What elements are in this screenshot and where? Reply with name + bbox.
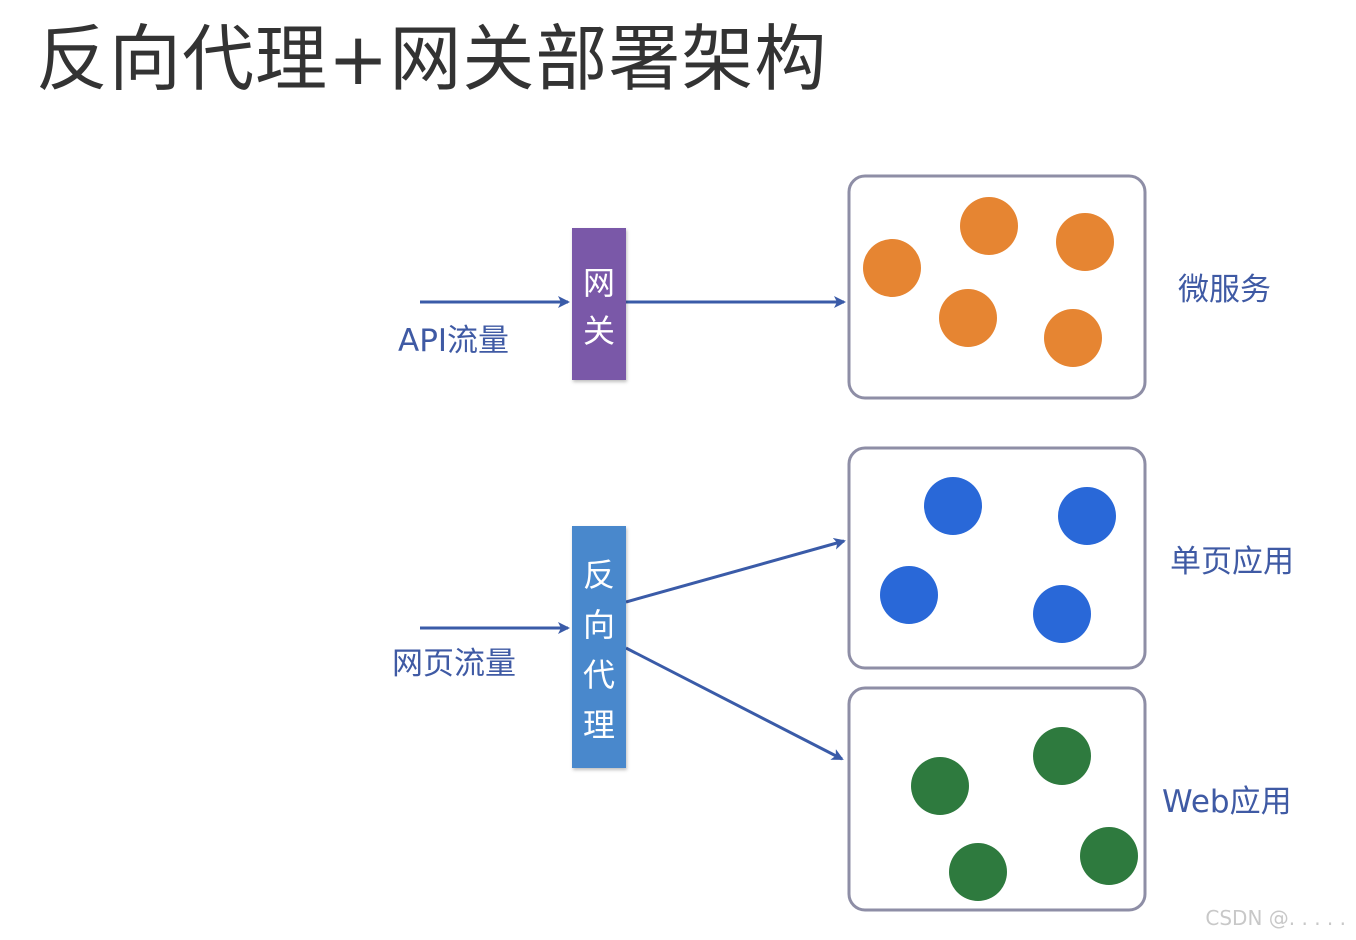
spa-label: 单页应用 — [1170, 544, 1294, 580]
spa-cluster — [847, 446, 1147, 670]
api-traffic-label: API流量 — [398, 323, 509, 359]
page-title: 反向代理+网关部署架构 — [36, 17, 828, 101]
microservice-instance — [1044, 309, 1102, 367]
spa-instance — [1033, 585, 1091, 643]
csdn-watermark: CSDN @. . . . . — [1205, 906, 1346, 930]
proxy-to-spa-arrow — [625, 537, 846, 604]
webapp-instance — [911, 757, 969, 815]
webapp-instance — [949, 843, 1007, 901]
microservice-instance — [863, 239, 921, 297]
webapp-instance — [1033, 727, 1091, 785]
webapp-label: Web应用 — [1162, 784, 1292, 820]
webapp-instance — [1080, 827, 1138, 885]
proxy-char: 反 — [583, 556, 615, 594]
spa-instance — [924, 477, 982, 535]
spa-instance — [1058, 487, 1116, 545]
proxy-to-webapp-arrow — [625, 646, 844, 761]
reverse-proxy-node: 反 向 代 理 — [572, 526, 626, 768]
gateway-node: 网 关 — [572, 228, 626, 380]
webapp-cluster — [847, 686, 1147, 912]
microservice-instance — [960, 197, 1018, 255]
gateway-char: 关 — [583, 312, 615, 350]
gateway-char: 网 — [583, 264, 615, 302]
microservice-instance — [1056, 213, 1114, 271]
proxy-char: 代 — [583, 656, 615, 694]
proxy-char: 向 — [583, 606, 615, 644]
microservices-label: 微服务 — [1178, 272, 1271, 308]
proxy-char: 理 — [583, 706, 615, 744]
microservice-instance — [939, 289, 997, 347]
spa-instance — [880, 566, 938, 624]
microservices-cluster — [847, 174, 1147, 400]
web-traffic-label: 网页流量 — [392, 646, 516, 682]
